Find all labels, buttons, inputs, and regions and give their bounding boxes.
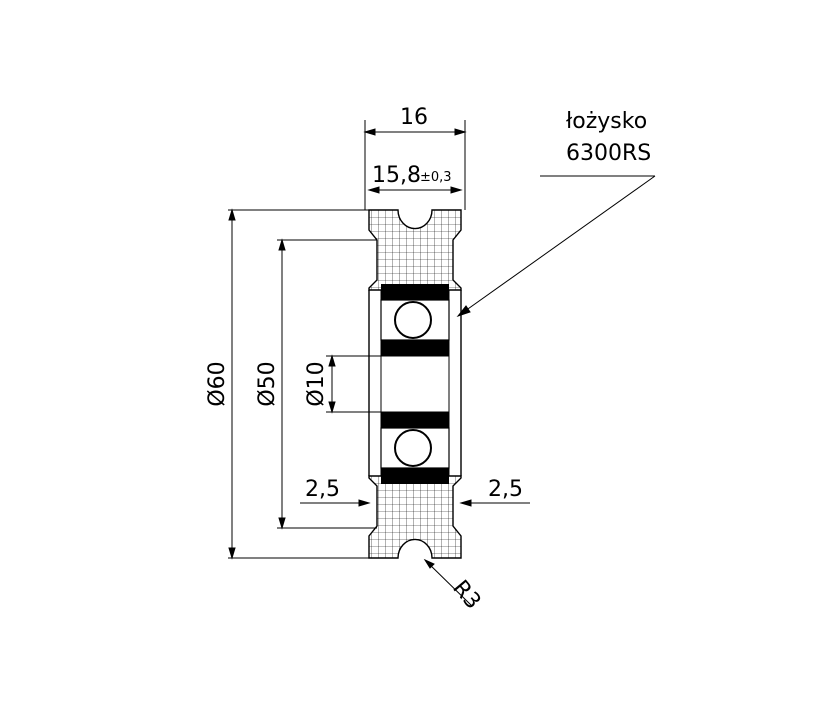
dim-tolerance: ±0,3 [420,170,452,185]
bearing-leader [456,175,656,318]
bore [381,355,449,413]
dim-label-d60: Ø60 [205,361,230,406]
dimension-diameter-10 [326,354,381,414]
bearing-label-line2: 6300RS [566,141,651,166]
wheel-section-bottom [368,475,462,559]
dim-label-d50: Ø50 [255,361,280,406]
dim-label-flange-right: 2,5 [488,477,523,502]
dimension-diameter-50 [277,238,377,530]
dimension-diameter-60 [228,208,369,560]
dim-label-15-8: 15,8 [372,163,421,188]
dimension-flange [300,499,530,507]
dim-label-16: 16 [400,105,428,130]
bearing-label-line1: łożysko [566,109,647,134]
dim-label-r3: R3 [447,576,485,615]
dimension-width-15-8 [367,186,463,194]
bearing-bottom [380,412,450,484]
dimension-radius [423,558,473,607]
dimension-width-16 [363,120,467,210]
dim-label-flange-left: 2,5 [305,477,340,502]
wheel-section-top [368,209,462,291]
dim-label-d10: Ø10 [304,361,329,406]
bearing-top [380,284,450,356]
